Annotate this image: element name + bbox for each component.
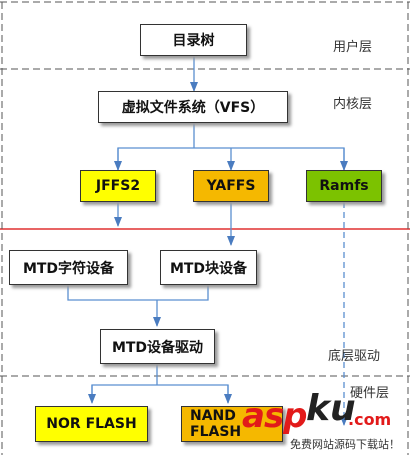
watermark-dot-com: .com bbox=[348, 410, 392, 429]
node-nand-flash: NAND FLASH bbox=[181, 406, 283, 442]
layer-label-hardware: 硬件层 bbox=[350, 386, 390, 401]
node-yaffs: YAFFS bbox=[193, 170, 269, 202]
connector-driver-fanout bbox=[91, 384, 229, 400]
layer-label-kernel: 内核层 bbox=[333, 97, 373, 112]
node-vfs: 虚拟文件系统（VFS） bbox=[98, 91, 288, 123]
layer-label-bottom: 底层驱动 bbox=[328, 349, 381, 364]
watermark-ku: ku bbox=[306, 388, 356, 429]
node-mtd-char-device: MTD字符设备 bbox=[9, 250, 128, 285]
node-mtd-device-driver: MTD设备驱动 bbox=[100, 329, 215, 364]
connector-mtd-merge bbox=[67, 285, 209, 301]
node-jffs2: JFFS2 bbox=[80, 170, 156, 202]
layer-label-user: 用户层 bbox=[333, 40, 373, 55]
node-mtd-block-device: MTD块设备 bbox=[160, 250, 257, 285]
node-ramfs: Ramfs bbox=[306, 170, 382, 202]
watermark-slogan: 免费网站源码下载站！ bbox=[290, 438, 400, 451]
node-nor-flash: NOR FLASH bbox=[35, 406, 148, 442]
watermark-asp: asp bbox=[242, 396, 308, 436]
watermark: asp ku .com 免费网站源码下载站！ bbox=[242, 388, 410, 455]
node-dir-tree: 目录树 bbox=[140, 24, 247, 56]
